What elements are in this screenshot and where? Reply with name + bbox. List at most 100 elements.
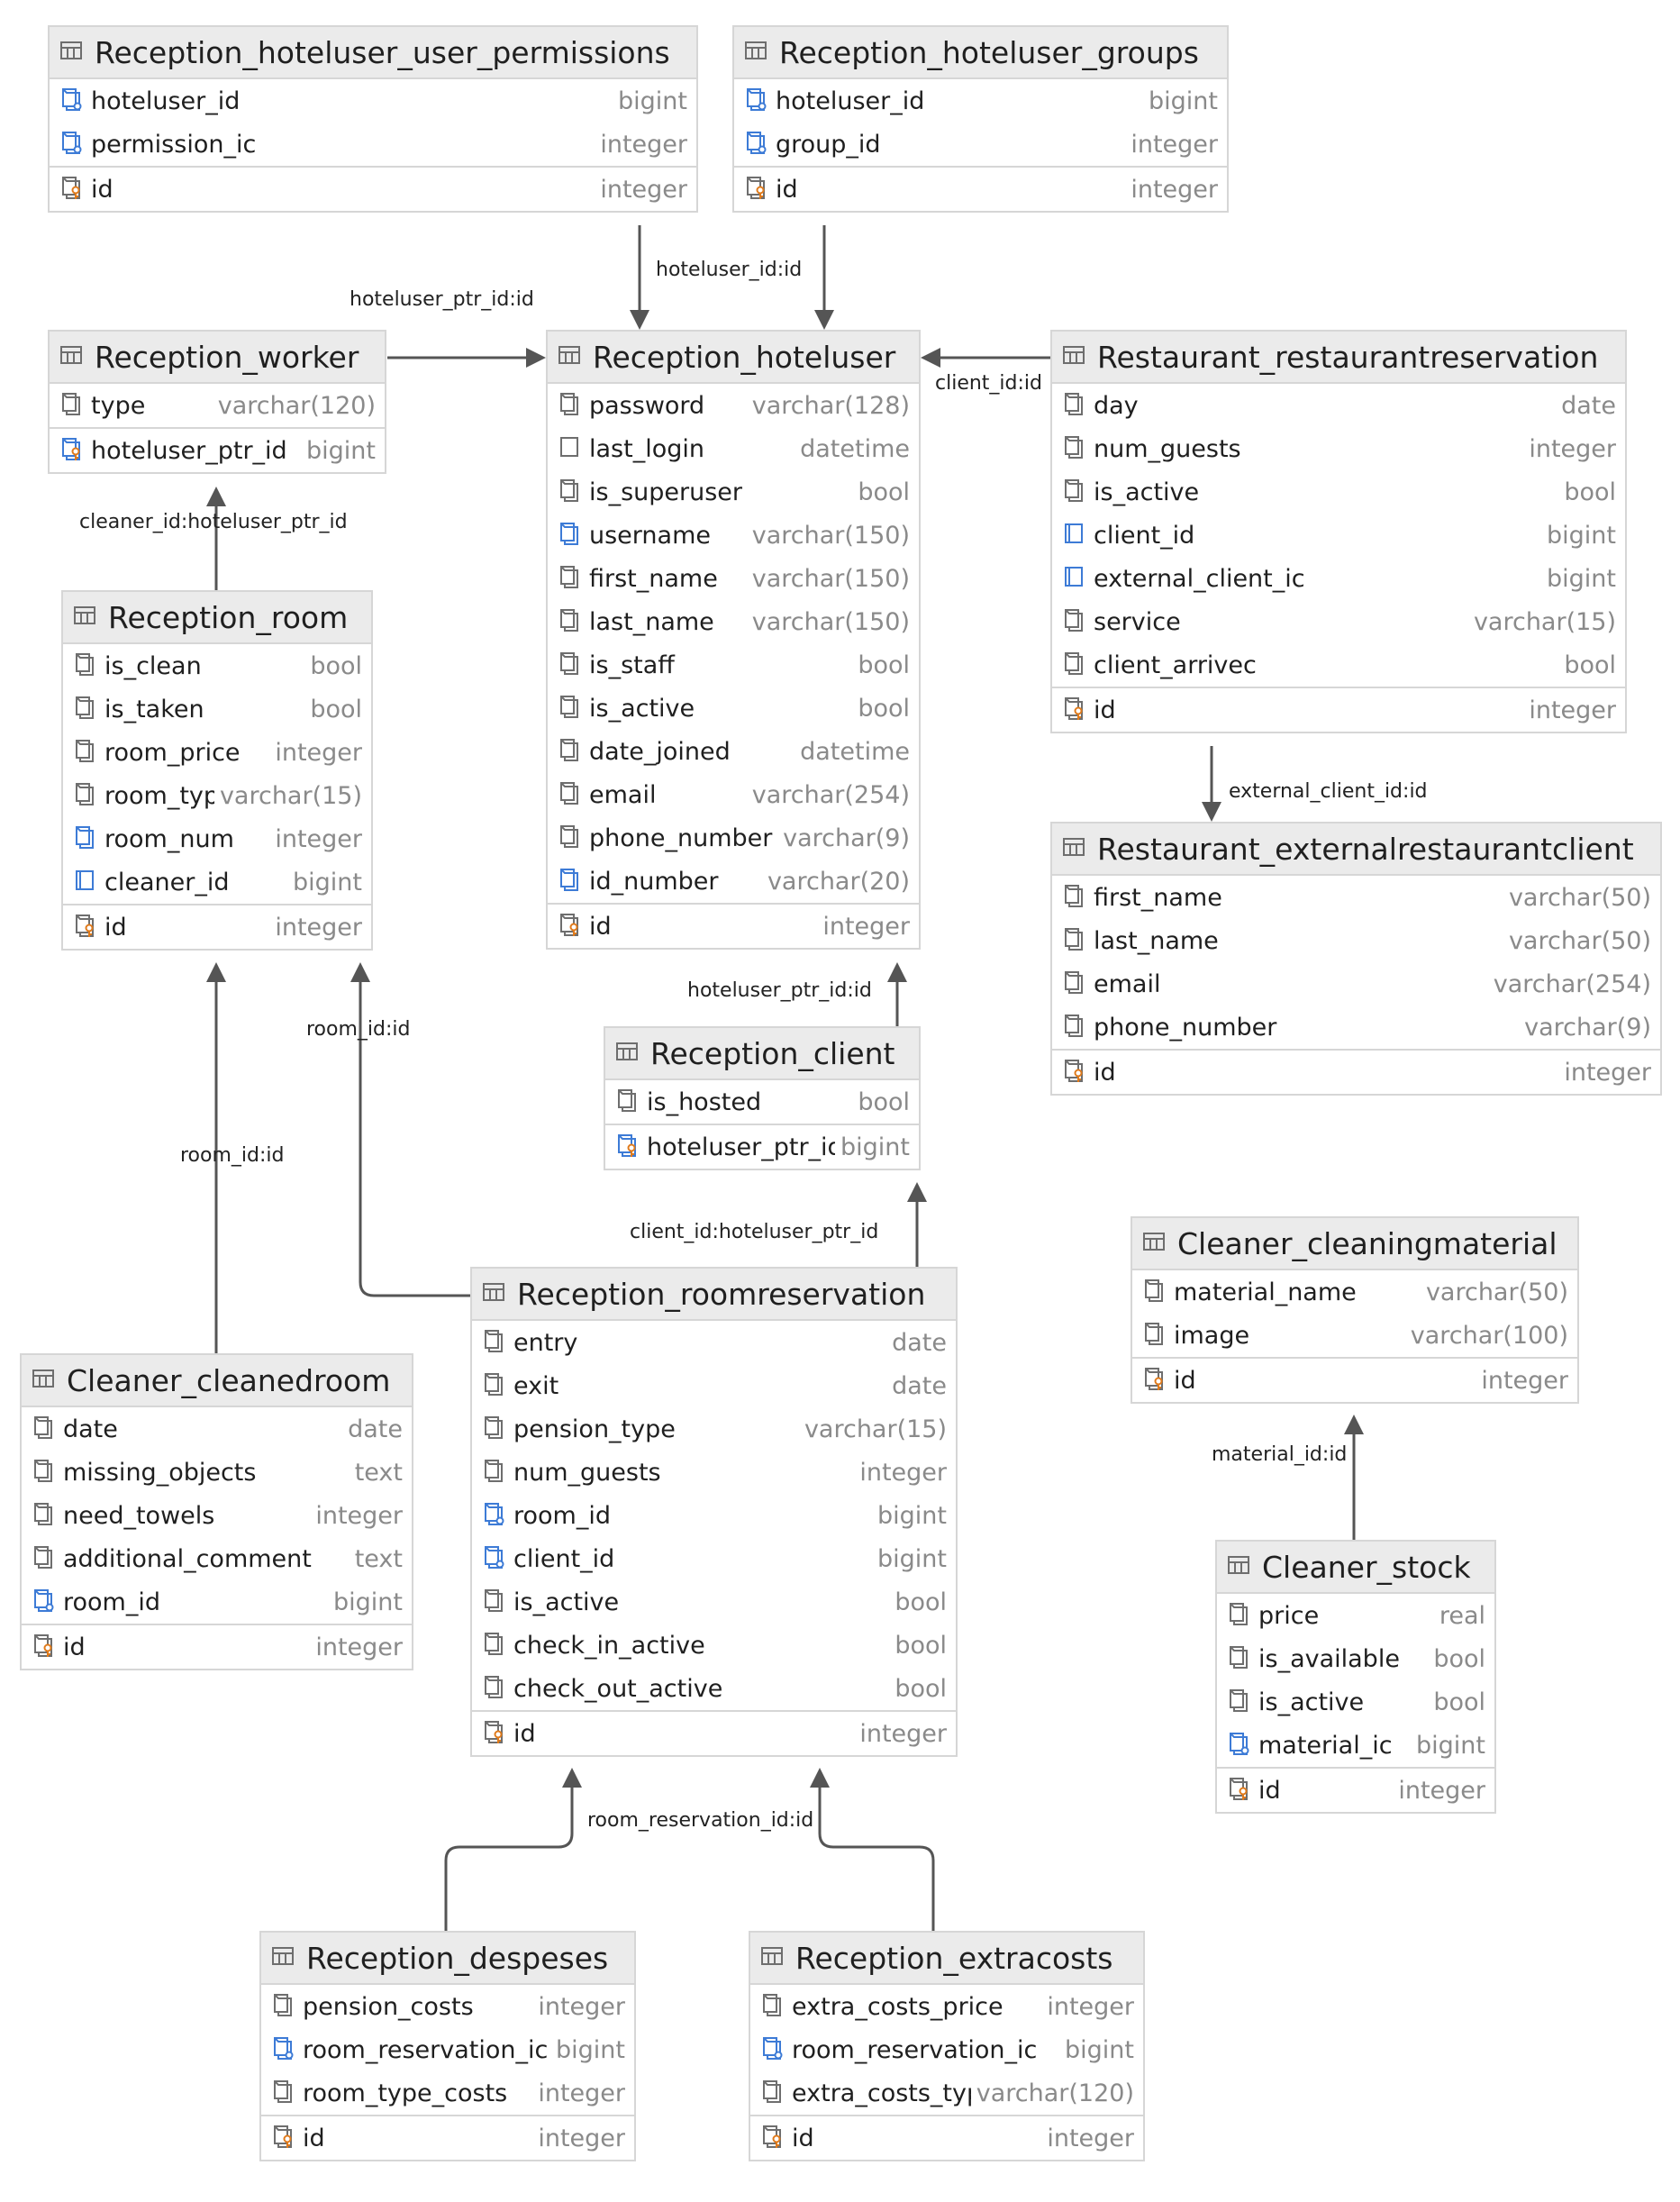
table-header[interactable]: Reception_hoteluser [548, 332, 919, 384]
table-header[interactable]: Reception_hoteluser_user_permissions [50, 27, 696, 79]
table-header[interactable]: Reception_client [605, 1028, 919, 1080]
table-header[interactable]: Reception_hoteluser_groups [734, 27, 1227, 79]
table-header[interactable]: Restaurant_restaurantreservation [1052, 332, 1625, 384]
table-header[interactable]: Cleaner_stock [1217, 1542, 1494, 1594]
table-header[interactable]: Cleaner_cleanedroom [22, 1355, 412, 1407]
table-header[interactable]: Cleaner_cleaningmaterial [1132, 1218, 1577, 1270]
table-header[interactable]: Reception_room [63, 592, 371, 644]
table-header[interactable]: Restaurant_externalrestaurantclient [1052, 823, 1660, 876]
table-header[interactable]: Reception_despeses [261, 1933, 634, 1985]
table-header[interactable]: Reception_worker [50, 332, 385, 384]
table-header[interactable]: Reception_extracosts [750, 1933, 1143, 1985]
table-header[interactable]: Reception_roomreservation [472, 1269, 956, 1321]
